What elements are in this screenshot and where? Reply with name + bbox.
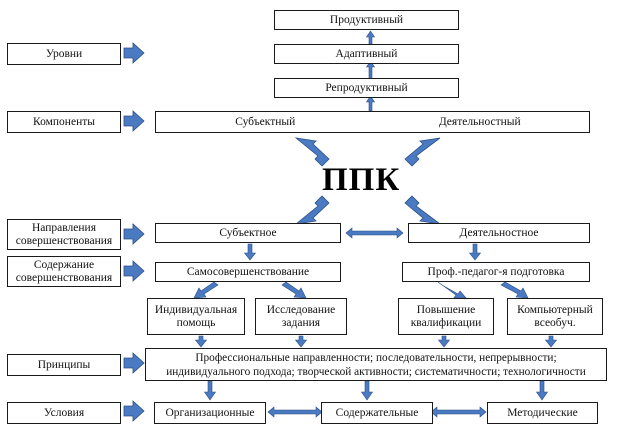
condition-organizational-text: Организационные	[165, 406, 255, 419]
condition-organizational-box: Организационные	[154, 402, 266, 424]
arrow-levels	[123, 42, 145, 64]
arrow-repro-to-adaptive	[365, 60, 376, 80]
direction-to-content-arrows	[243, 243, 482, 261]
arrow-research-to-principles	[294, 335, 308, 348]
arrow-self-to-help	[193, 281, 219, 299]
direction-subject-box: Субъектное	[155, 223, 341, 243]
arrow-prof-to-computer	[500, 281, 529, 299]
left-conditions-box: Условия	[7, 402, 121, 424]
level-connectors	[365, 30, 376, 112]
left-components-text: Компоненты	[33, 115, 95, 128]
left-components-box: Компоненты	[7, 111, 121, 133]
left-levels-box: Уровни	[7, 43, 121, 65]
arrow-content	[123, 260, 145, 282]
arrow-adaptive-to-productive	[365, 30, 376, 45]
component-activity-text: Деятельностный	[438, 115, 521, 128]
arrow-to-content-cond	[360, 380, 374, 401]
left-content-text: Содержание совершенствования	[15, 259, 113, 284]
arrow-principles	[123, 352, 145, 374]
condition-methodical-text: Методические	[507, 406, 578, 419]
content-computer-text: Компьютерный всеобуч.	[517, 304, 593, 329]
arrow-qualification-to-principles	[437, 335, 451, 348]
direction-activity-text: Деятельностное	[459, 226, 539, 239]
condition-methodical-box: Методические	[487, 402, 598, 424]
level-productive-box: Продуктивный	[274, 10, 459, 30]
level-reproductive-text: Репродуктивный	[325, 81, 408, 94]
left-principles-text: Принципы	[37, 358, 91, 371]
arrow-down-subject	[243, 243, 257, 261]
content-individual-help-text: Индивидуальная помощь	[154, 304, 238, 329]
arrow-prof-to-qualification	[437, 281, 467, 299]
principles-line-2: индивидуального подхода; творческой акти…	[166, 365, 586, 378]
arrow-center-down-left	[294, 195, 330, 225]
to-conditions-arrows	[203, 380, 549, 401]
arrow-computer-to-principles	[544, 335, 558, 348]
content-qualification-box: Повышение квалификации	[398, 298, 494, 335]
arrow-component-to-repro	[365, 95, 376, 112]
level-reproductive-box: Репродуктивный	[274, 78, 459, 98]
arrow-directions	[123, 223, 145, 245]
direction-activity-box: Деятельностное	[408, 223, 590, 243]
arrow-self-to-research	[281, 281, 307, 299]
arrow-to-organizational	[203, 380, 217, 401]
condition-content-text: Содержательные	[335, 406, 419, 419]
level-adaptive-text: Адаптивный	[335, 47, 398, 60]
content-computer-box: Компьютерный всеобуч.	[507, 298, 603, 335]
ppk-title: ППК	[322, 162, 401, 198]
center-diagonal-arrows	[294, 137, 441, 225]
condition-content-box: Содержательные	[321, 402, 433, 424]
content-prof-training-box: Проф.-педагог-я подготовка	[402, 262, 590, 282]
arrow-directions-double	[345, 227, 404, 239]
to-principles-arrows	[194, 335, 558, 348]
arrow-content-method-double	[430, 406, 487, 418]
left-conditions-text: Условия	[43, 406, 85, 419]
arrow-to-methodical	[535, 380, 549, 401]
left-directions-box: Направления совершенствования	[7, 219, 121, 250]
level-productive-text: Продуктивный	[329, 13, 404, 26]
arrow-center-up-right	[404, 137, 441, 167]
components-box: Субъектный Деятельностный	[155, 111, 590, 133]
arrow-org-content-double	[267, 406, 323, 418]
arrow-help-to-principles	[194, 335, 208, 348]
arrow-center-down-right	[404, 195, 441, 225]
content-research-text: Исследование задания	[266, 304, 336, 329]
content-research-box: Исследование задания	[255, 298, 347, 335]
left-content-box: Содержание совершенствования	[7, 256, 121, 287]
principles-box: Профессиональные направленности; последо…	[145, 348, 607, 381]
arrow-components	[123, 110, 145, 132]
left-side-arrows	[123, 42, 145, 422]
direction-subject-text: Субъектное	[219, 226, 277, 239]
left-levels-text: Уровни	[45, 47, 83, 60]
left-principles-box: Принципы	[7, 354, 121, 376]
arrow-down-activity	[468, 243, 482, 261]
arrow-conditions	[123, 400, 145, 422]
level-adaptive-box: Адаптивный	[274, 44, 459, 64]
content-prof-training-text: Проф.-педагог-я подготовка	[427, 265, 565, 278]
arrow-center-up-left	[294, 137, 330, 167]
component-subject-text: Субъектный	[235, 115, 296, 128]
content-qualification-text: Повышение квалификации	[410, 304, 482, 329]
left-directions-text: Направления совершенствования	[15, 222, 113, 247]
content-self-improvement-box: Самосовершенствование	[155, 262, 341, 282]
content-split-arrows	[193, 281, 529, 299]
content-individual-help-box: Индивидуальная помощь	[147, 298, 245, 335]
content-self-improvement-text: Самосовершенствование	[186, 265, 310, 278]
principles-line-1: Профессиональные направленности; последо…	[195, 351, 557, 364]
